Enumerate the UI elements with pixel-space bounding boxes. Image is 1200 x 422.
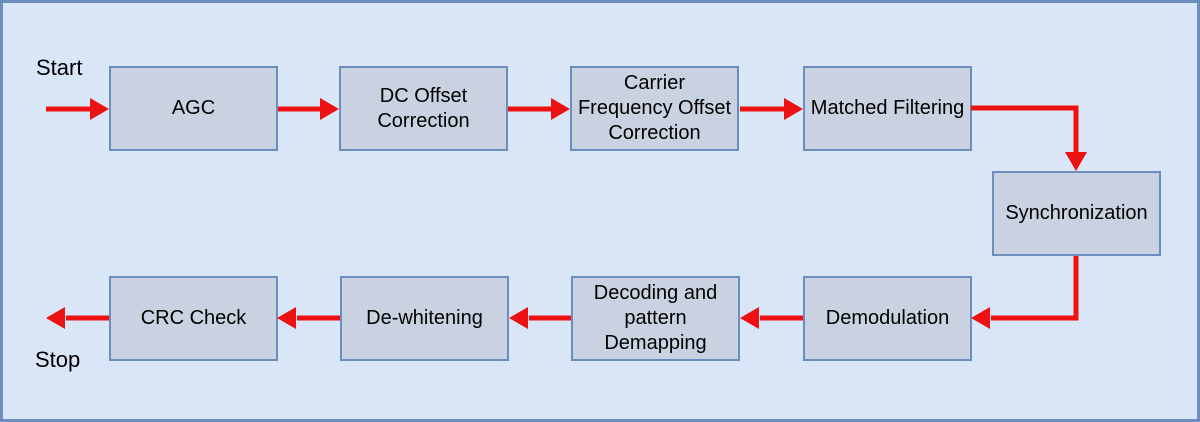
node-agc: AGC xyxy=(109,66,278,151)
node-carrier-frequency-offset-correction: Carrier Frequency Offset Correction xyxy=(570,66,739,151)
node-matched-filtering: Matched Filtering xyxy=(803,66,972,151)
stop-label: Stop xyxy=(35,347,81,372)
arrow-synchronization-to-demodulation xyxy=(971,256,1079,329)
arrow-dc-offset-to-cfo xyxy=(508,98,570,120)
arrow-de-whitening-to-crc-check xyxy=(277,307,340,329)
arrow-cfo-to-matched-filtering xyxy=(740,98,803,120)
arrow-demodulation-to-decoding xyxy=(740,307,803,329)
node-synchronization: Synchronization xyxy=(992,171,1161,256)
arrow-crc-check-to-stop xyxy=(46,307,109,329)
node-decoding-and-pattern-demapping: Decoding and pattern Demapping xyxy=(571,276,740,361)
arrow-agc-to-dc-offset xyxy=(278,98,339,120)
node-dc-offset-correction: DC Offset Correction xyxy=(339,66,508,151)
node-demodulation: Demodulation xyxy=(803,276,972,361)
arrow-decoding-to-de-whitening xyxy=(509,307,571,329)
start-label: Start xyxy=(36,55,83,80)
node-crc-check: CRC Check xyxy=(109,276,278,361)
arrow-start-to-agc xyxy=(46,98,109,120)
arrow-matched-filtering-to-synchronization xyxy=(971,105,1087,171)
node-de-whitening: De-whitening xyxy=(340,276,509,361)
